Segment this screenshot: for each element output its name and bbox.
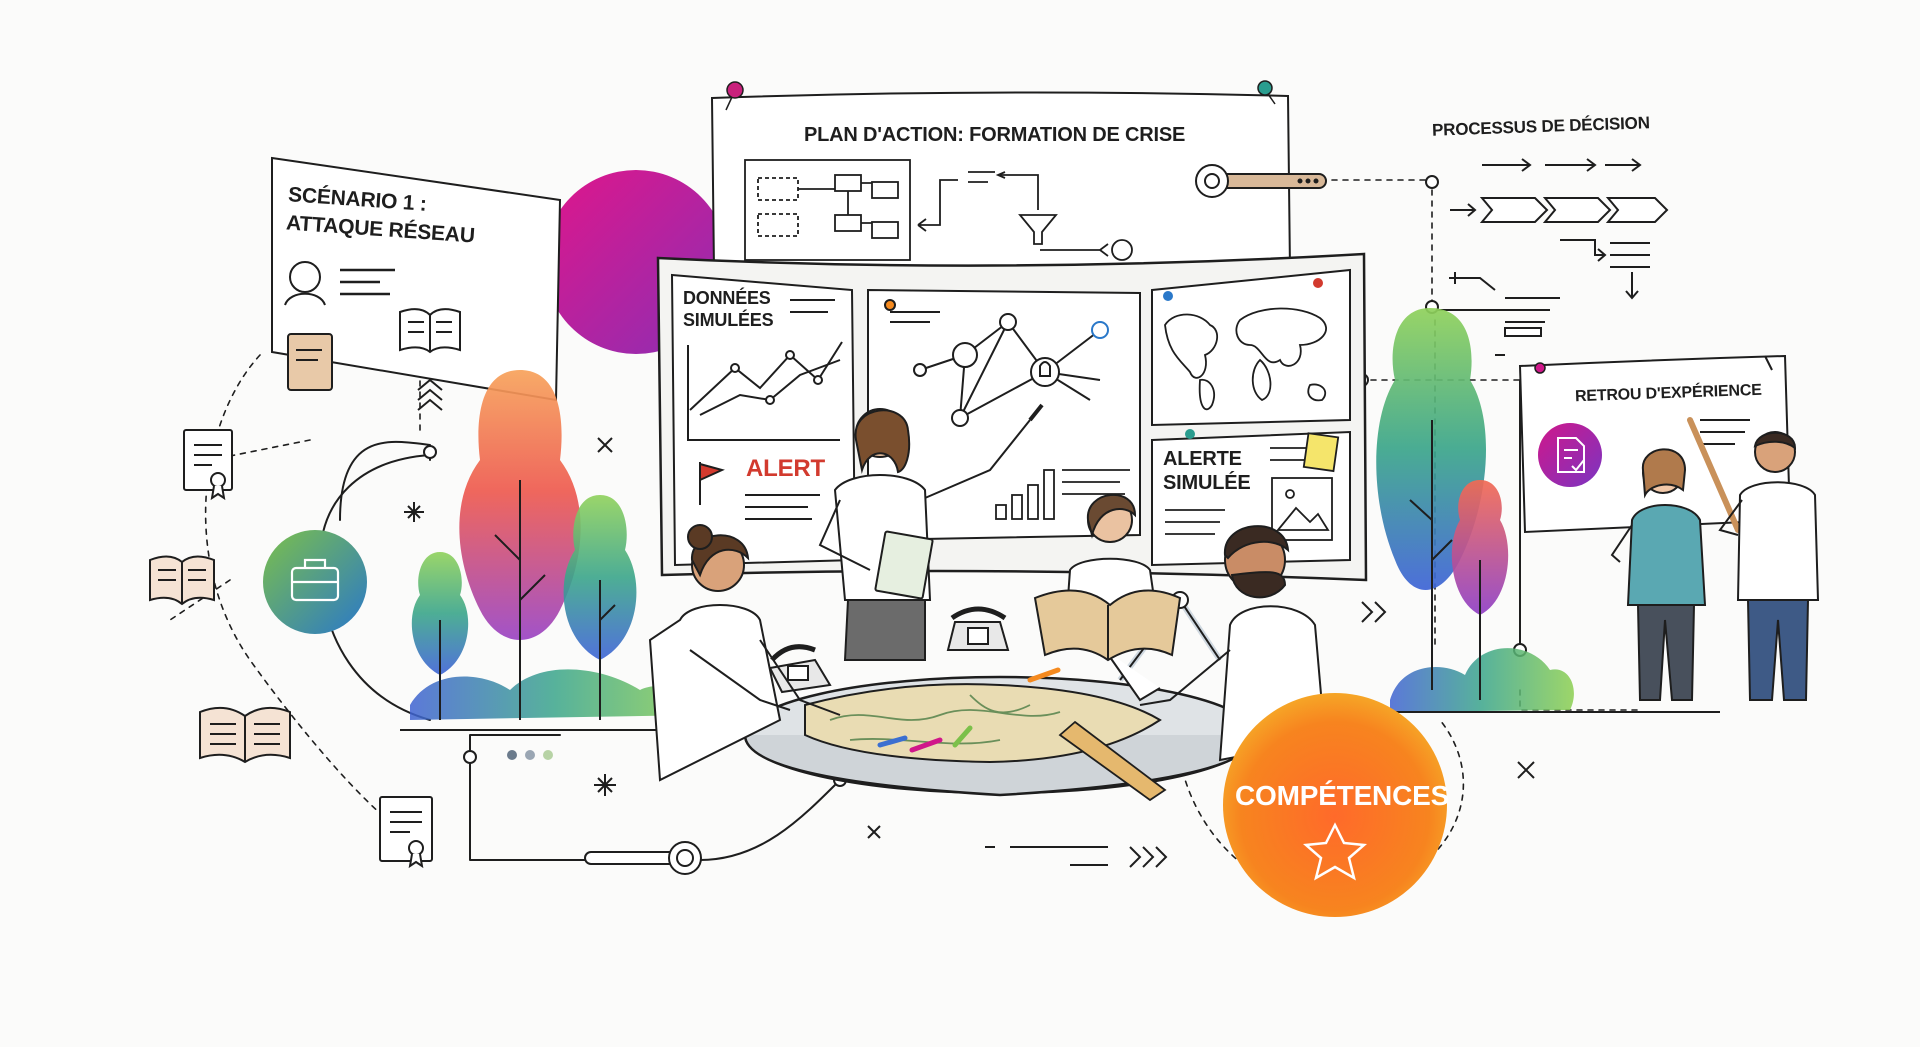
star-icon: [1302, 822, 1368, 881]
pin-icon: [1257, 80, 1276, 105]
alerte-simulee-line2: SIMULÉE: [1163, 472, 1251, 494]
people-right: [1610, 417, 1820, 701]
woman-left: [648, 524, 841, 782]
document-icon: [1557, 437, 1585, 473]
line-chart-icon: [687, 299, 843, 441]
book-icon: [399, 308, 461, 354]
tree-group-right: [1376, 308, 1720, 713]
plan-action-title: PLAN D'ACTION: FORMATION DE CRISE: [804, 124, 1186, 146]
chevron-up-icon: [417, 378, 443, 411]
book-icon: [287, 333, 333, 391]
book-icon: [149, 555, 215, 606]
tree-group-left: [400, 370, 700, 731]
pin-icon: [1534, 362, 1546, 374]
woman-reading: [1033, 493, 1182, 662]
image-icon: [1276, 506, 1330, 531]
competences-label: COMPÉTENCES: [1235, 780, 1450, 811]
telephone-icon: [768, 644, 832, 694]
briefcase-icon: [290, 558, 340, 602]
user-icon: [284, 261, 395, 306]
pin-icon: [725, 81, 744, 111]
competences-circle: [1223, 693, 1447, 917]
round-table: [743, 667, 1257, 802]
decision-arrows: [1449, 158, 1669, 356]
telephone-icon: [946, 606, 1010, 651]
donnees-label-line1: DONNÉES: [683, 288, 771, 308]
alert-label: ALERT: [746, 455, 825, 482]
donnees-label-line2: SIMULÉES: [683, 310, 774, 330]
document-circle: [1538, 423, 1602, 487]
sticky-note: [1302, 432, 1340, 473]
alerte-simulee-line1: ALERTE: [1163, 448, 1242, 470]
flowchart-icon: [744, 159, 911, 261]
flag-icon: [699, 462, 725, 505]
book-icon: [199, 706, 291, 764]
pagination-dots: [507, 750, 553, 760]
presenter-woman: [818, 403, 1044, 661]
slider-knob: [1195, 164, 1327, 198]
certificate-icon: [183, 429, 233, 501]
funnel-icon: [1018, 214, 1058, 245]
pin-icon: [1163, 278, 1323, 439]
world-map-icon: [1164, 307, 1327, 411]
network-icon: [884, 299, 1109, 427]
certificate-icon: [379, 796, 433, 869]
